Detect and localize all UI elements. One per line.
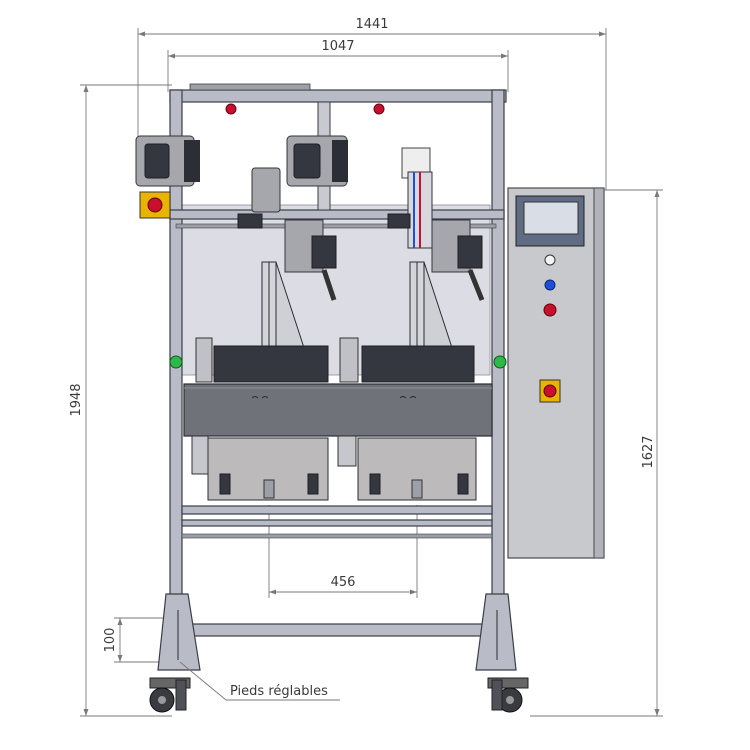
control-cabinet <box>507 187 605 559</box>
dimension-frame-width: 1047 <box>167 39 509 92</box>
conveyor-units <box>195 337 475 383</box>
frame-width-label: 1047 <box>321 39 354 54</box>
caster-wheels <box>149 677 529 713</box>
overall-width-label: 1441 <box>355 17 388 32</box>
emergency-stop-left <box>139 191 171 219</box>
dimension-overall-height: 1948 <box>69 84 172 717</box>
main-switch-icon <box>543 384 557 398</box>
dimension-cabinet-height: 1627 <box>530 189 663 717</box>
cabinet-height-label: 1627 <box>641 435 656 468</box>
red-button-icon[interactable] <box>543 303 557 317</box>
status-light-left-icon <box>169 355 183 369</box>
beacon-left-icon <box>225 103 237 115</box>
status-light-right-icon <box>493 355 507 369</box>
motor-unit-center <box>286 135 348 187</box>
overall-height-label: 1948 <box>69 383 84 416</box>
motor-unit-left <box>135 135 200 187</box>
hmi-screen[interactable] <box>523 201 579 235</box>
adjustable-feet <box>157 593 517 671</box>
labeling-head-left <box>237 167 337 383</box>
dimension-overall-width: 1441 <box>137 17 607 190</box>
emergency-stop-icon <box>147 197 163 213</box>
head-spacing-label: 456 <box>331 575 356 590</box>
top-beacons <box>225 103 385 115</box>
lower-drive-boxes <box>191 435 477 501</box>
foot-adjust-label: 100 <box>103 628 118 653</box>
beacon-right-icon <box>373 103 385 115</box>
white-indicator-icon <box>544 254 556 266</box>
feet-callout: Pieds réglables <box>179 661 340 701</box>
dimension-head-spacing: 456 <box>268 505 418 598</box>
blue-button-icon[interactable] <box>544 279 556 291</box>
feet-callout-label: Pieds réglables <box>230 684 328 699</box>
guard-panel <box>183 383 493 437</box>
